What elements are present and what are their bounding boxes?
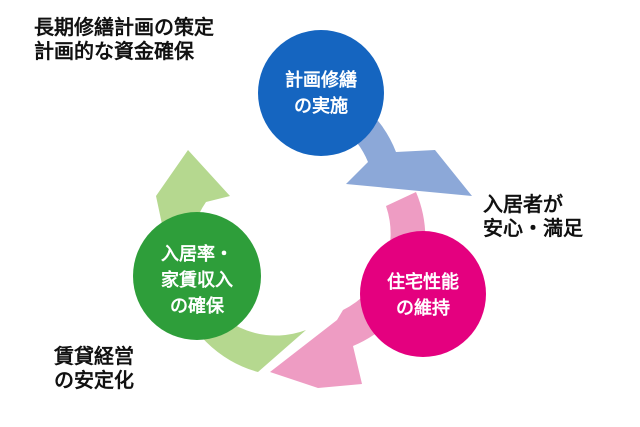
node-repair-label-1: 計画修繕: [285, 69, 357, 91]
node-occupancy: 入居率・ 家賃収入 の確保: [133, 212, 261, 340]
caption-top-left-line-1: 長期修繕計画の策定: [34, 15, 214, 39]
caption-top-left: 長期修繕計画の策定 計画的な資金確保: [34, 15, 214, 63]
node-occupancy-label-3: の確保: [170, 295, 225, 317]
node-performance-label-1: 住宅性能: [387, 271, 459, 293]
caption-right-line-2: 安心・満足: [483, 216, 583, 240]
caption-right-line-1: 入居者が: [483, 192, 563, 216]
node-occupancy-circle: [133, 212, 261, 340]
node-repair-circle: [258, 30, 384, 156]
caption-bottom-left-line-1: 賃貸経営: [54, 344, 134, 368]
caption-bottom-left-line-2: の安定化: [54, 368, 134, 392]
caption-right: 入居者が 安心・満足: [483, 192, 583, 240]
node-performance-label-2: の維持: [396, 297, 450, 319]
node-occupancy-label-1: 入居率・: [161, 243, 233, 265]
caption-top-left-line-2: 計画的な資金確保: [34, 39, 194, 63]
node-performance-circle: [360, 231, 486, 357]
node-performance: 住宅性能 の維持: [360, 231, 486, 357]
node-repair: 計画修繕 の実施: [258, 30, 384, 156]
node-occupancy-label-2: 家賃収入: [161, 269, 233, 291]
caption-bottom-left: 賃貸経営 の安定化: [54, 344, 134, 392]
node-repair-label-2: の実施: [294, 95, 348, 117]
